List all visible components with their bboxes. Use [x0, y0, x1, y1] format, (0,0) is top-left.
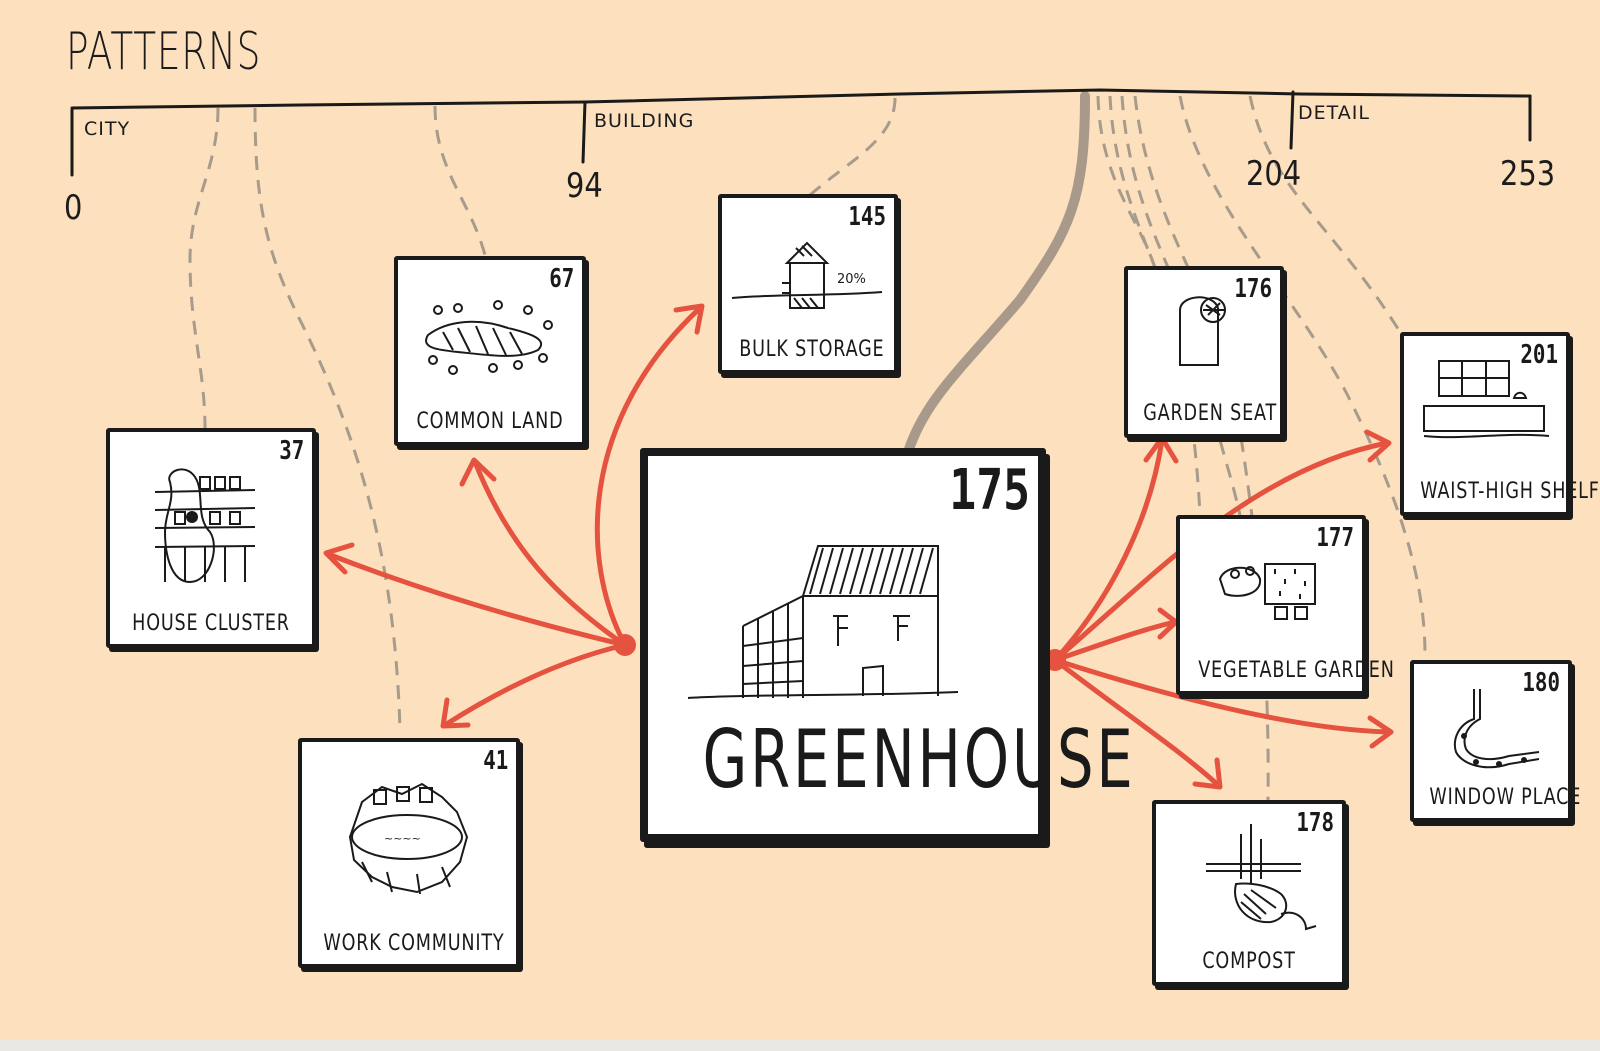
pattern-number: 175	[949, 458, 1030, 523]
pattern-card-garden-seat[interactable]: 176 GARDEN SEAT	[1124, 266, 1284, 438]
garden-seat-sketch	[1179, 296, 1226, 366]
pattern-card-bulk-storage[interactable]: 20% 145 BULK STORAGE	[718, 194, 898, 374]
common-land-sketch	[425, 300, 553, 375]
link-window-place	[1178, 95, 1427, 656]
link-vegetable-2	[1120, 95, 1242, 516]
waist-high-shelf-sketch	[1423, 360, 1550, 439]
pattern-card-window-place[interactable]: 180 WINDOW PLACE	[1410, 660, 1582, 822]
pattern-label: BULK STORAGE	[739, 337, 885, 362]
pattern-card-common-land[interactable]: 67 COMMON LAND	[394, 256, 586, 446]
work-community-sketch: ~~~~	[348, 782, 469, 895]
pattern-card-house-cluster[interactable]: 37 HOUSE CLUSTER	[106, 428, 316, 648]
scale-line	[70, 88, 1532, 110]
window-place-sketch	[1454, 689, 1540, 769]
pattern-label: COMMON LAND	[416, 409, 564, 434]
scale-axis	[70, 88, 1532, 177]
arrow-origin-left	[614, 634, 636, 656]
vegetable-garden-sketch	[1218, 563, 1316, 620]
arrow-head-garden-seat	[1143, 435, 1179, 464]
link-waist-high-shelf	[1248, 95, 1402, 333]
arrow-head-waist-high-shelf	[1364, 429, 1392, 463]
bulk-storage-sketch-text: 20%	[837, 272, 866, 287]
bulk-storage-sketch: 20%	[731, 241, 883, 309]
pattern-label: GARDEN SEAT	[1143, 401, 1278, 426]
pattern-card-vegetable-garden[interactable]: 177 VEGETABLE GARDEN	[1176, 515, 1395, 695]
pattern-label: VEGETABLE GARDEN	[1198, 658, 1395, 683]
arrow-to-window-place	[1052, 657, 1393, 735]
pattern-number: 178	[1296, 808, 1334, 838]
pattern-card-waist-high-shelf[interactable]: 201 WAIST-HIGH SHELF	[1400, 332, 1600, 516]
pattern-label: COMPOST	[1202, 949, 1296, 974]
scale-label-city: CITY	[84, 118, 131, 140]
page-title: PATTERNS	[66, 22, 262, 82]
pattern-card-compost[interactable]: 178 COMPOST	[1152, 800, 1346, 986]
arrow-head-work-community	[440, 697, 471, 729]
pattern-number: 180	[1522, 668, 1560, 698]
arrow-to-common-land	[472, 459, 628, 648]
pattern-label: WAIST-HIGH SHELF	[1420, 479, 1600, 504]
scale-number-253: 253	[1500, 154, 1556, 194]
scale-number-0: 0	[64, 188, 83, 228]
scale-label-building: BUILDING	[594, 110, 695, 132]
pattern-card-greenhouse[interactable]: 175 GREENHOUSE	[640, 448, 1136, 842]
arrow-to-bulk-storage	[594, 305, 703, 648]
link-work-community	[253, 107, 402, 731]
pattern-number: 176	[1234, 274, 1272, 304]
arrow-to-garden-seat	[1052, 437, 1165, 663]
scale-tick-detail	[1289, 90, 1295, 150]
arrow-head-window-place	[1367, 715, 1394, 749]
pattern-number: 145	[848, 202, 886, 232]
link-bulk-storage	[809, 97, 897, 197]
arrow-to-vegetable-garden	[1052, 619, 1178, 663]
arrow-origin-right	[1044, 649, 1066, 671]
pattern-number: 67	[548, 264, 574, 294]
house-cluster-sketch	[154, 468, 256, 584]
arrow-to-compost	[1052, 657, 1221, 788]
scale-label-detail: DETAIL	[1298, 102, 1370, 124]
link-garden-seat	[1096, 95, 1157, 269]
bottom-strip	[0, 1040, 1600, 1051]
pattern-number: 201	[1520, 340, 1558, 370]
arrow-head-compost	[1192, 757, 1223, 790]
pattern-label: WINDOW PLACE	[1429, 785, 1582, 810]
pattern-label: WORK COMMUNITY	[323, 931, 505, 956]
arrow-to-house-cluster	[325, 551, 628, 648]
greenhouse-sketch	[687, 545, 959, 699]
arrow-head-common-land	[459, 457, 497, 487]
link-greenhouse-thick	[903, 91, 1090, 457]
link-house-cluster	[188, 107, 220, 429]
scale-tick-building	[581, 100, 587, 164]
pattern-number: 177	[1316, 523, 1354, 553]
scale-number-94: 94	[566, 166, 603, 206]
arrow-head-bulk-storage	[673, 303, 705, 335]
arrow-head-house-cluster	[323, 542, 355, 575]
pattern-card-work-community[interactable]: ~~~~ 41 WORK COMMUNITY	[298, 738, 520, 968]
scale-number-204: 204	[1246, 154, 1302, 194]
pattern-number: 41	[482, 746, 508, 776]
pattern-label: GREENHOUSE	[702, 713, 1136, 806]
pattern-label: HOUSE CLUSTER	[132, 611, 290, 636]
link-common-land	[433, 105, 487, 256]
work-community-sketch-scribble: ~~~~	[384, 832, 421, 845]
arrow-to-work-community	[442, 642, 628, 728]
compost-sketch	[1206, 824, 1317, 931]
pattern-number: 37	[278, 436, 304, 466]
